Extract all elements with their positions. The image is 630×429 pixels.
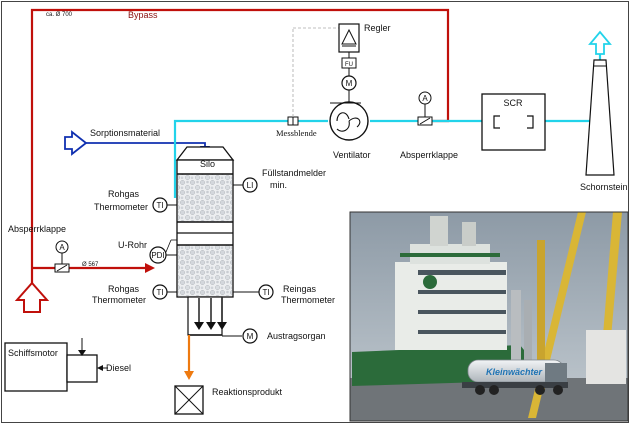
- fuellstandmelder-label-2: min.: [270, 180, 287, 190]
- ship-photo: Kleinwächter: [350, 212, 628, 421]
- silo-label: Silo: [200, 159, 215, 169]
- rohgas-label-upper-1: Rohgas: [108, 189, 140, 199]
- svg-text:M: M: [247, 332, 254, 341]
- reingas-label-2: Thermometer: [281, 295, 335, 305]
- exhaust-up-arrow: [14, 281, 50, 313]
- reaktionsprodukt-label: Reaktionsprodukt: [212, 387, 283, 397]
- svg-text:TI: TI: [156, 201, 163, 210]
- svg-text:TI: TI: [156, 288, 163, 297]
- messblende: [287, 116, 299, 126]
- scr-unit: SCR: [481, 93, 546, 151]
- schornstein-label: Schornstein: [580, 182, 628, 192]
- frequency-converter: FU: [341, 57, 357, 69]
- svg-text:FU: FU: [345, 62, 353, 68]
- svg-text:LI: LI: [247, 181, 254, 190]
- absperrklappe-left-valve: A: [54, 240, 70, 273]
- schornstein: [585, 59, 615, 176]
- diameter-top-label: ca. Ø 700: [46, 12, 73, 18]
- absperrklappe-left-label: Absperrklappe: [8, 224, 66, 234]
- rohgas-thermometer-lower: TI: [152, 284, 168, 300]
- bypass-label: Bypass: [128, 10, 158, 20]
- svg-text:M: M: [346, 79, 353, 88]
- rohgas-label-upper-2: Thermometer: [94, 202, 148, 212]
- austragsorgan-motor: M: [242, 328, 258, 344]
- product-discharge-arrowhead: [184, 371, 194, 380]
- schiffsmotor: Schiffsmotor Diesel: [4, 338, 131, 392]
- fuellstandmelder-label-1: Füllstandmelder: [262, 168, 326, 178]
- svg-text:A: A: [422, 94, 428, 103]
- stack-outlet-arrow: [588, 30, 612, 55]
- svg-text:PDI: PDI: [151, 251, 164, 260]
- diameter-inlet-label: Ø 567: [82, 262, 99, 268]
- regler: [338, 23, 360, 53]
- u-rohr-pdi-instrument: PDI: [149, 246, 167, 264]
- regler-label: Regler: [364, 23, 391, 33]
- rohgas-label-lower-1: Rohgas: [108, 284, 140, 294]
- absperrklappe-top-valve: A: [417, 91, 433, 126]
- ventilator: [329, 101, 369, 141]
- rohgas-thermometer-upper: TI: [152, 197, 168, 213]
- svg-text:TI: TI: [262, 288, 269, 297]
- fan-motor: M: [341, 75, 357, 91]
- sorptionsmaterial-label: Sorptionsmaterial: [90, 128, 160, 138]
- fuellstandmelder-instrument: LI: [242, 177, 258, 193]
- photo-frame: [349, 211, 629, 422]
- sorbent-inlet-arrow: [64, 130, 88, 156]
- silo-reactor: [175, 146, 235, 336]
- u-rohr-label: U-Rohr: [118, 240, 147, 250]
- svg-text:A: A: [59, 243, 65, 252]
- diesel-label: Diesel: [106, 363, 131, 373]
- reingas-thermometer: TI: [258, 284, 274, 300]
- austragsorgan-label: Austragsorgan: [267, 331, 326, 341]
- absperrklappe-top-label: Absperrklappe: [400, 150, 458, 160]
- svg-text:SCR: SCR: [503, 98, 523, 108]
- reingas-label-1: Reingas: [283, 284, 317, 294]
- ventilator-label: Ventilator: [333, 150, 371, 160]
- rohgas-label-lower-2: Thermometer: [92, 295, 146, 305]
- raw-gas-arrowhead: [145, 263, 155, 273]
- reaktionsprodukt-container: [174, 385, 204, 415]
- truck-lettering: Kleinwächter: [486, 367, 543, 377]
- svg-text:Schiffsmotor: Schiffsmotor: [8, 348, 58, 358]
- messblende-label: Messblende: [276, 128, 317, 138]
